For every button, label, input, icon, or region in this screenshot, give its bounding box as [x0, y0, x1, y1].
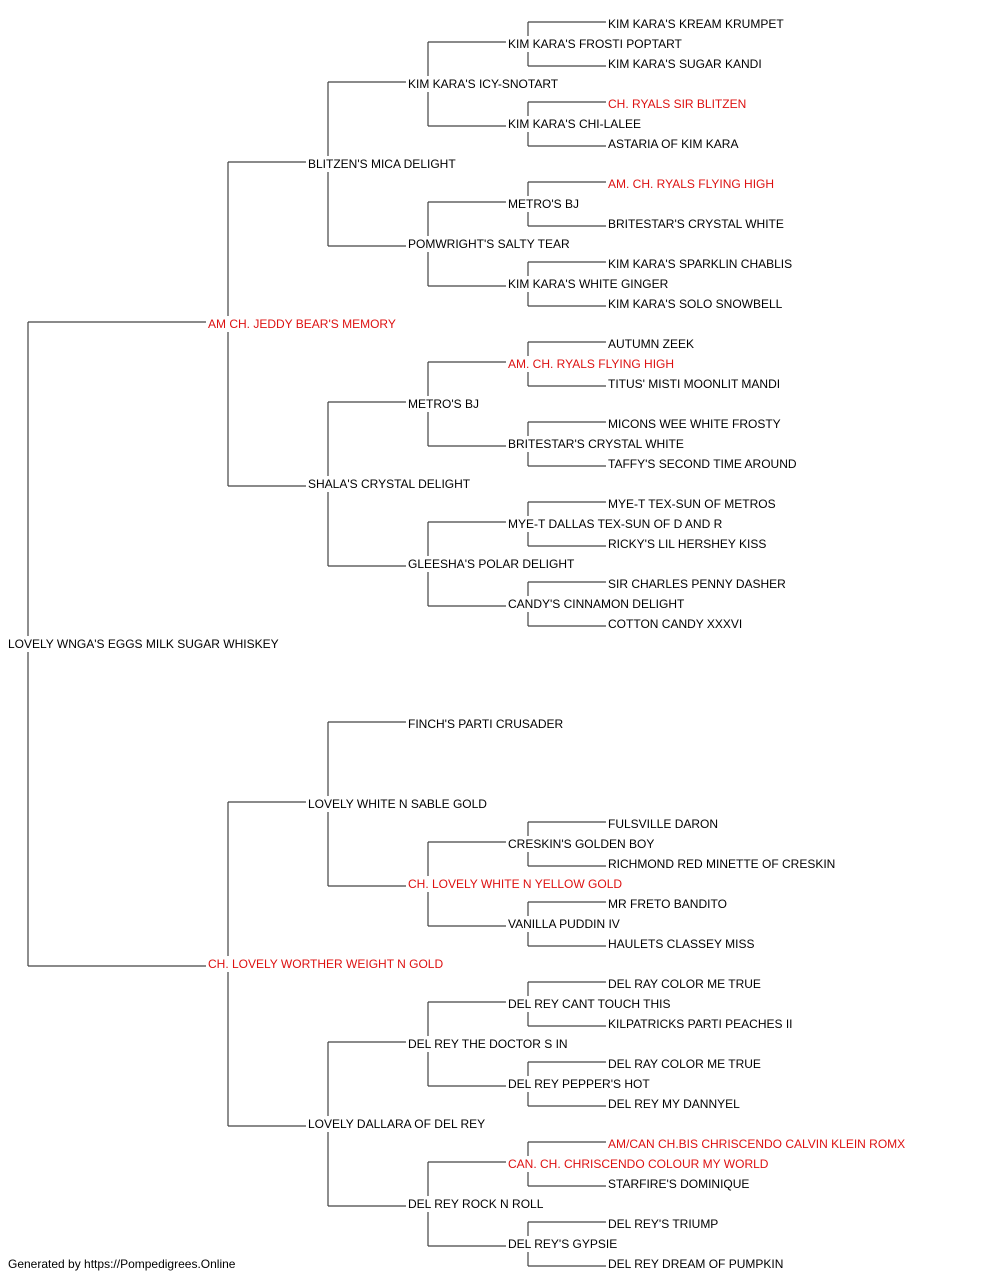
- pedigree-entry: KIM KARA'S SPARKLIN CHABLIS: [608, 257, 795, 271]
- pedigree-entry: METRO'S BJ: [508, 197, 581, 211]
- pedigree-entry: DEL REY ROCK N ROLL: [408, 1197, 546, 1211]
- pedigree-entry: AM. CH. RYALS FLYING HIGH: [508, 357, 677, 371]
- pedigree-entry: KILPATRICKS PARTI PEACHES II: [608, 1017, 795, 1031]
- pedigree-entry: DEL RAY COLOR ME TRUE: [608, 977, 763, 991]
- pedigree-entry: AUTUMN ZEEK: [608, 337, 697, 351]
- pedigree-entry: ASTARIA OF KIM KARA: [608, 137, 741, 151]
- pedigree-entry: CH. LOVELY WORTHER WEIGHT N GOLD: [208, 957, 446, 971]
- pedigree-entry: RICKY'S LIL HERSHEY KISS: [608, 537, 769, 551]
- pedigree-entry: FULSVILLE DARON: [608, 817, 721, 831]
- pedigree-entry: DEL REY MY DANNYEL: [608, 1097, 742, 1111]
- pedigree-entry: KIM KARA'S WHITE GINGER: [508, 277, 671, 291]
- pedigree-entry: AM CH. JEDDY BEAR'S MEMORY: [208, 317, 398, 331]
- pedigree-entry: KIM KARA'S CHI-LALEE: [508, 117, 643, 131]
- pedigree-entry: CH. RYALS SIR BLITZEN: [608, 97, 749, 111]
- pedigree-entry: COTTON CANDY XXXVI: [608, 617, 745, 631]
- pedigree-entry: FINCH'S PARTI CRUSADER: [408, 717, 566, 731]
- pedigree-entry: KIM KARA'S SUGAR KANDI: [608, 57, 764, 71]
- pedigree-entry: AM. CH. RYALS FLYING HIGH: [608, 177, 777, 191]
- pedigree-entry: MYE-T DALLAS TEX-SUN OF D AND R: [508, 517, 725, 531]
- pedigree-entry: LOVELY WHITE N SABLE GOLD: [308, 797, 489, 811]
- pedigree-entry: METRO'S BJ: [408, 397, 481, 411]
- pedigree-entry: DEL RAY COLOR ME TRUE: [608, 1057, 763, 1071]
- pedigree-entry: DEL REY'S GYPSIE: [508, 1237, 620, 1251]
- footer-credit: Generated by https://Pompedigrees.Online: [8, 1257, 236, 1271]
- pedigree-entry: LOVELY DALLARA OF DEL REY: [308, 1117, 488, 1131]
- pedigree-entry: KIM KARA'S SOLO SNOWBELL: [608, 297, 785, 311]
- pedigree-entry: LOVELY WNGA'S EGGS MILK SUGAR WHISKEY: [8, 637, 281, 651]
- pedigree-entry: HAULETS CLASSEY MISS: [608, 937, 757, 951]
- pedigree-entry: CRESKIN'S GOLDEN BOY: [508, 837, 657, 851]
- pedigree-entry: DEL REY THE DOCTOR S IN: [408, 1037, 570, 1051]
- pedigree-entry: SHALA'S CRYSTAL DELIGHT: [308, 477, 473, 491]
- pedigree-entry: DEL REY CANT TOUCH THIS: [508, 997, 673, 1011]
- pedigree-entry: CH. LOVELY WHITE N YELLOW GOLD: [408, 877, 625, 891]
- pedigree-entry: TITUS' MISTI MOONLIT MANDI: [608, 377, 783, 391]
- pedigree-entry: DEL REY'S TRIUMP: [608, 1217, 721, 1231]
- pedigree-entry: MYE-T TEX-SUN OF METROS: [608, 497, 778, 511]
- pedigree-entry: MR FRETO BANDITO: [608, 897, 729, 911]
- pedigree-entry: VANILLA PUDDIN IV: [508, 917, 622, 931]
- pedigree-entry: KIM KARA'S ICY-SNOTART: [408, 77, 561, 91]
- pedigree-entry: TAFFY'S SECOND TIME AROUND: [608, 457, 799, 471]
- pedigree-entry: DEL REY DREAM OF PUMPKIN: [608, 1257, 786, 1271]
- pedigree-entry: POMWRIGHT'S SALTY TEAR: [408, 237, 572, 251]
- pedigree-entry: BLITZEN'S MICA DELIGHT: [308, 157, 458, 171]
- pedigree-entry: GLEESHA'S POLAR DELIGHT: [408, 557, 577, 571]
- pedigree-entry: RICHMOND RED MINETTE OF CRESKIN: [608, 857, 838, 871]
- pedigree-entry: CANDY'S CINNAMON DELIGHT: [508, 597, 687, 611]
- pedigree-entry: MICONS WEE WHITE FROSTY: [608, 417, 783, 431]
- pedigree-entry: DEL REY PEPPER'S HOT: [508, 1077, 652, 1091]
- pedigree-entry: SIR CHARLES PENNY DASHER: [608, 577, 788, 591]
- pedigree-entry: BRITESTAR'S CRYSTAL WHITE: [608, 217, 786, 231]
- pedigree-entry: CAN. CH. CHRISCENDO COLOUR MY WORLD: [508, 1157, 771, 1171]
- pedigree-entry: KIM KARA'S FROSTI POPTART: [508, 37, 684, 51]
- pedigree-entry: STARFIRE'S DOMINIQUE: [608, 1177, 752, 1191]
- pedigree-entry: KIM KARA'S KREAM KRUMPET: [608, 17, 786, 31]
- pedigree-entry: BRITESTAR'S CRYSTAL WHITE: [508, 437, 686, 451]
- pedigree-entry: AM/CAN CH.BIS CHRISCENDO CALVIN KLEIN RO…: [608, 1137, 908, 1151]
